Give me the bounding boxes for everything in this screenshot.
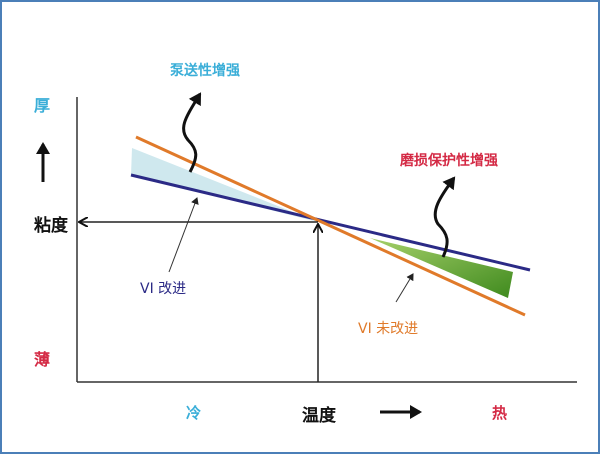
pumpability-gain-area — [131, 148, 318, 222]
wear-protection-gain-area — [370, 238, 513, 298]
vi-improved-pointer — [168, 197, 199, 273]
pumpability-squiggle-arrow — [182, 92, 202, 173]
vi-not-improved-line — [135, 135, 526, 317]
vi-not-improved-pointer — [395, 273, 414, 303]
wear-protection-label: 磨损保护性增强 — [400, 153, 498, 169]
temperature-label: 温度 — [302, 406, 336, 426]
wear-protection-squiggle-arrow — [433, 176, 456, 258]
thick-label: 厚 — [34, 96, 51, 115]
vi-improved-line — [130, 173, 531, 272]
hot-label: 热 — [492, 404, 508, 422]
thin-label: 薄 — [34, 350, 51, 369]
pumpability-label: 泵送性增强 — [170, 63, 240, 79]
cold-label: 冷 — [186, 404, 202, 422]
vi-improved-label: VI 改进 — [140, 281, 187, 297]
viscosity-label: 粘度 — [34, 216, 68, 236]
vi-not-improved-label: VI 未改进 — [358, 321, 419, 337]
